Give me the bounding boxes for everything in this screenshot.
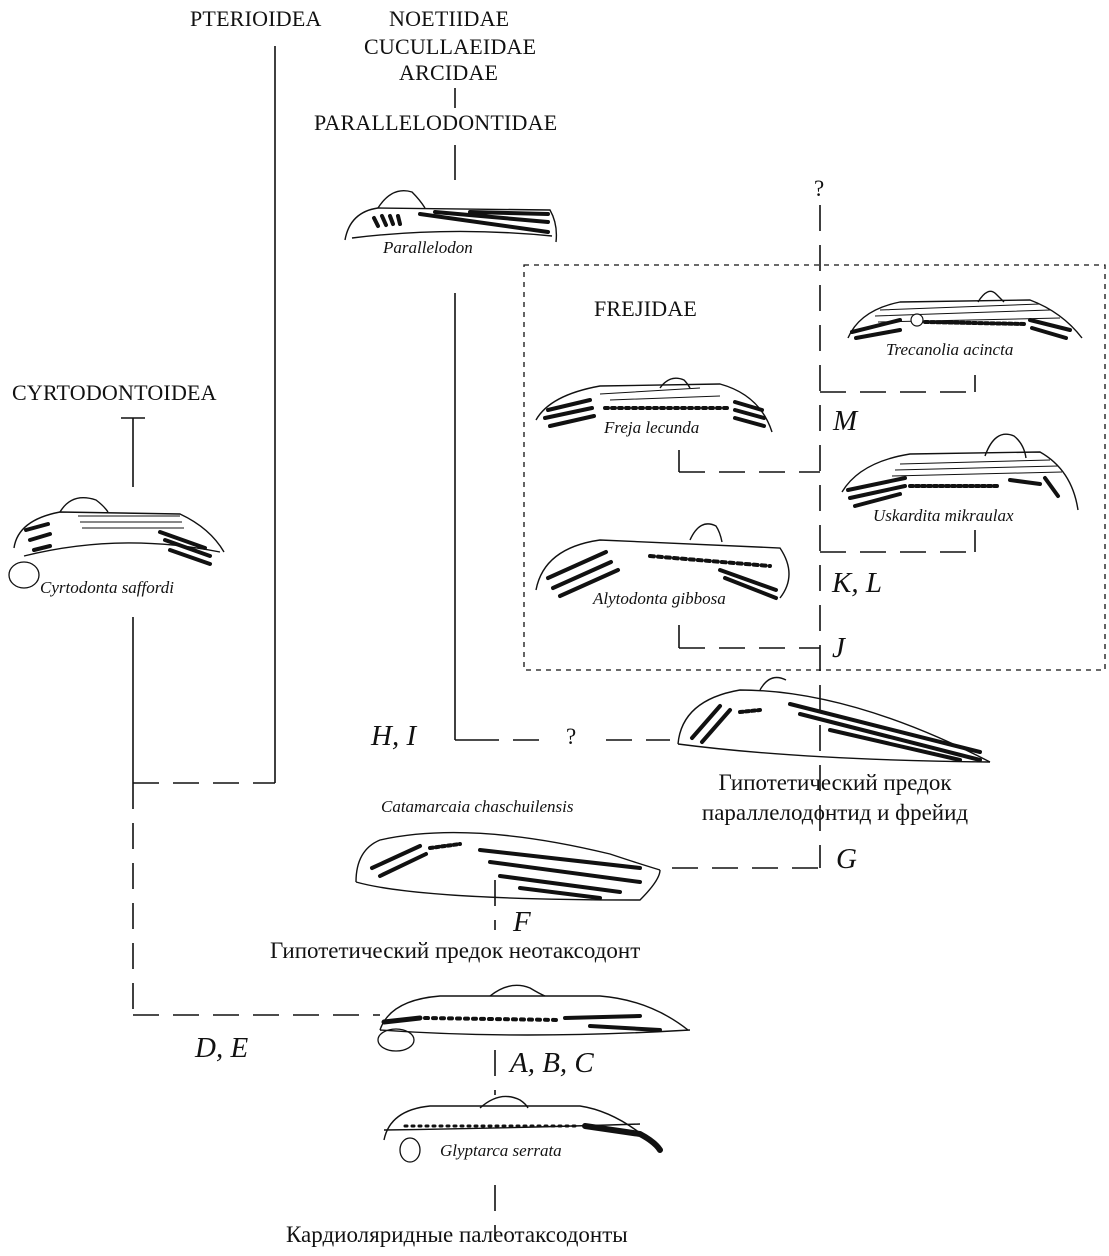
parallelodon-shell xyxy=(345,191,556,242)
alytodonta-label: Alytodonta gibbosa xyxy=(593,589,726,609)
catamarcaia-label: Catamarcaia chaschuilensis xyxy=(381,797,574,817)
arcidae-label: ARCIDAE xyxy=(399,60,498,86)
ancestor-neotax-shell xyxy=(378,985,690,1051)
ancestor-par-frej-shell xyxy=(678,678,990,762)
uskardita-label: Uskardita mikraulax xyxy=(873,506,1014,526)
ancestor-neotax-label: Гипотетический предок неотаксодонт xyxy=(270,938,640,964)
trecanolia-shell xyxy=(848,291,1082,338)
uskardita-shell xyxy=(842,434,1078,510)
node-g: G xyxy=(836,843,857,876)
frejidae-label: FREJIDAE xyxy=(594,296,697,322)
question-mark-middle: ? xyxy=(566,724,576,750)
catamarcaia-shell xyxy=(356,833,660,900)
pterioidea-label: PTERIOIDEA xyxy=(190,6,322,32)
cucullaeidae-label: CUCULLAEIDAE xyxy=(364,34,536,60)
node-hi: H, I xyxy=(371,720,416,753)
cardiolarid-label: Кардиоляридные палеотаксодонты xyxy=(286,1222,628,1248)
node-f: F xyxy=(513,906,531,939)
ancestor-par-frej-label: Гипотетический предок параллелодонтид и … xyxy=(660,768,1010,828)
freja-label: Freja lecunda xyxy=(604,418,699,438)
parallelodontidae-label: PARALLELODONTIDAE xyxy=(314,110,557,136)
cyrtodonta-label: Cyrtodonta saffordi xyxy=(40,578,174,598)
cyrtodonta-shell xyxy=(9,498,224,588)
noetiidae-label: NOETIIDAE xyxy=(389,6,509,32)
node-m: M xyxy=(833,405,857,438)
parallelodon-label: Parallelodon xyxy=(383,238,473,258)
glyptarca-label: Glyptarca serrata xyxy=(440,1141,562,1161)
trecanolia-label: Trecanolia acincta xyxy=(886,340,1013,360)
alytodonta-shell xyxy=(536,524,789,598)
node-abc: A, B, C xyxy=(510,1047,594,1080)
node-de: D, E xyxy=(195,1032,248,1065)
node-kl: K, L xyxy=(832,567,882,600)
question-mark-top: ? xyxy=(814,176,824,202)
node-j: J xyxy=(832,632,845,665)
cyrtodontoidea-label: CYRTODONTOIDEA xyxy=(12,380,217,406)
